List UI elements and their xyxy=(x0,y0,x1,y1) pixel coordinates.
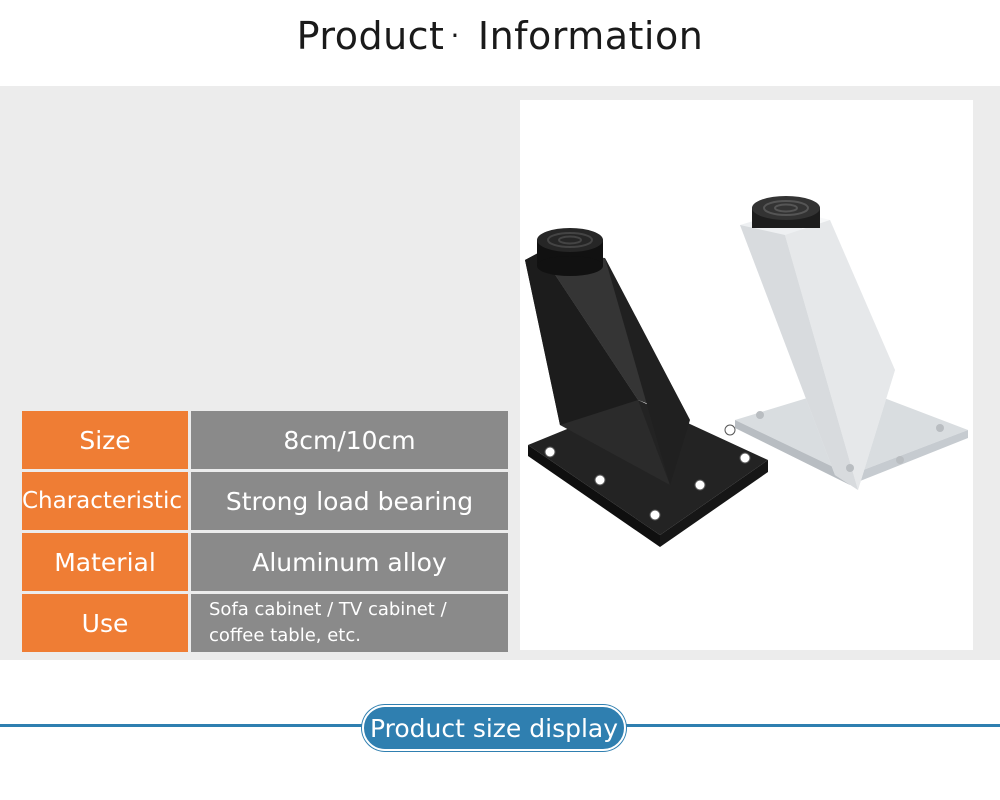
section-label-pill: Product size display xyxy=(362,705,626,751)
title-right: Information xyxy=(477,14,704,58)
spec-row-material: Material Aluminum alloy xyxy=(22,533,508,591)
spec-label: Use xyxy=(22,594,188,652)
spec-value: Sofa cabinet / TV cabinet / coffee table… xyxy=(191,594,508,652)
spec-label: Size xyxy=(22,411,188,469)
product-photo xyxy=(520,100,973,650)
spec-value: Strong load bearing xyxy=(191,472,508,530)
spec-value-line: Sofa cabinet / TV cabinet / xyxy=(209,599,447,620)
spec-row-size: Size 8cm/10cm xyxy=(22,411,508,469)
spec-value: 8cm/10cm xyxy=(191,411,508,469)
spec-row-use: Use Sofa cabinet / TV cabinet / coffee t… xyxy=(22,594,508,652)
page-title: Product· Information xyxy=(0,14,1000,70)
spec-row-characteristic: Characteristic Strong load bearing xyxy=(22,472,508,530)
spec-value-line: coffee table, etc. xyxy=(209,625,361,646)
title-left: Product xyxy=(296,14,445,58)
black-furniture-leg-icon xyxy=(525,228,768,547)
white-furniture-leg-icon xyxy=(735,196,968,490)
spec-label: Material xyxy=(22,533,188,591)
product-photo-drawing xyxy=(525,196,968,547)
spec-table: Size 8cm/10cm Characteristic Strong load… xyxy=(22,411,508,655)
spec-value: Aluminum alloy xyxy=(191,533,508,591)
title-dot: · xyxy=(450,19,460,52)
spec-label: Characteristic xyxy=(22,472,188,530)
